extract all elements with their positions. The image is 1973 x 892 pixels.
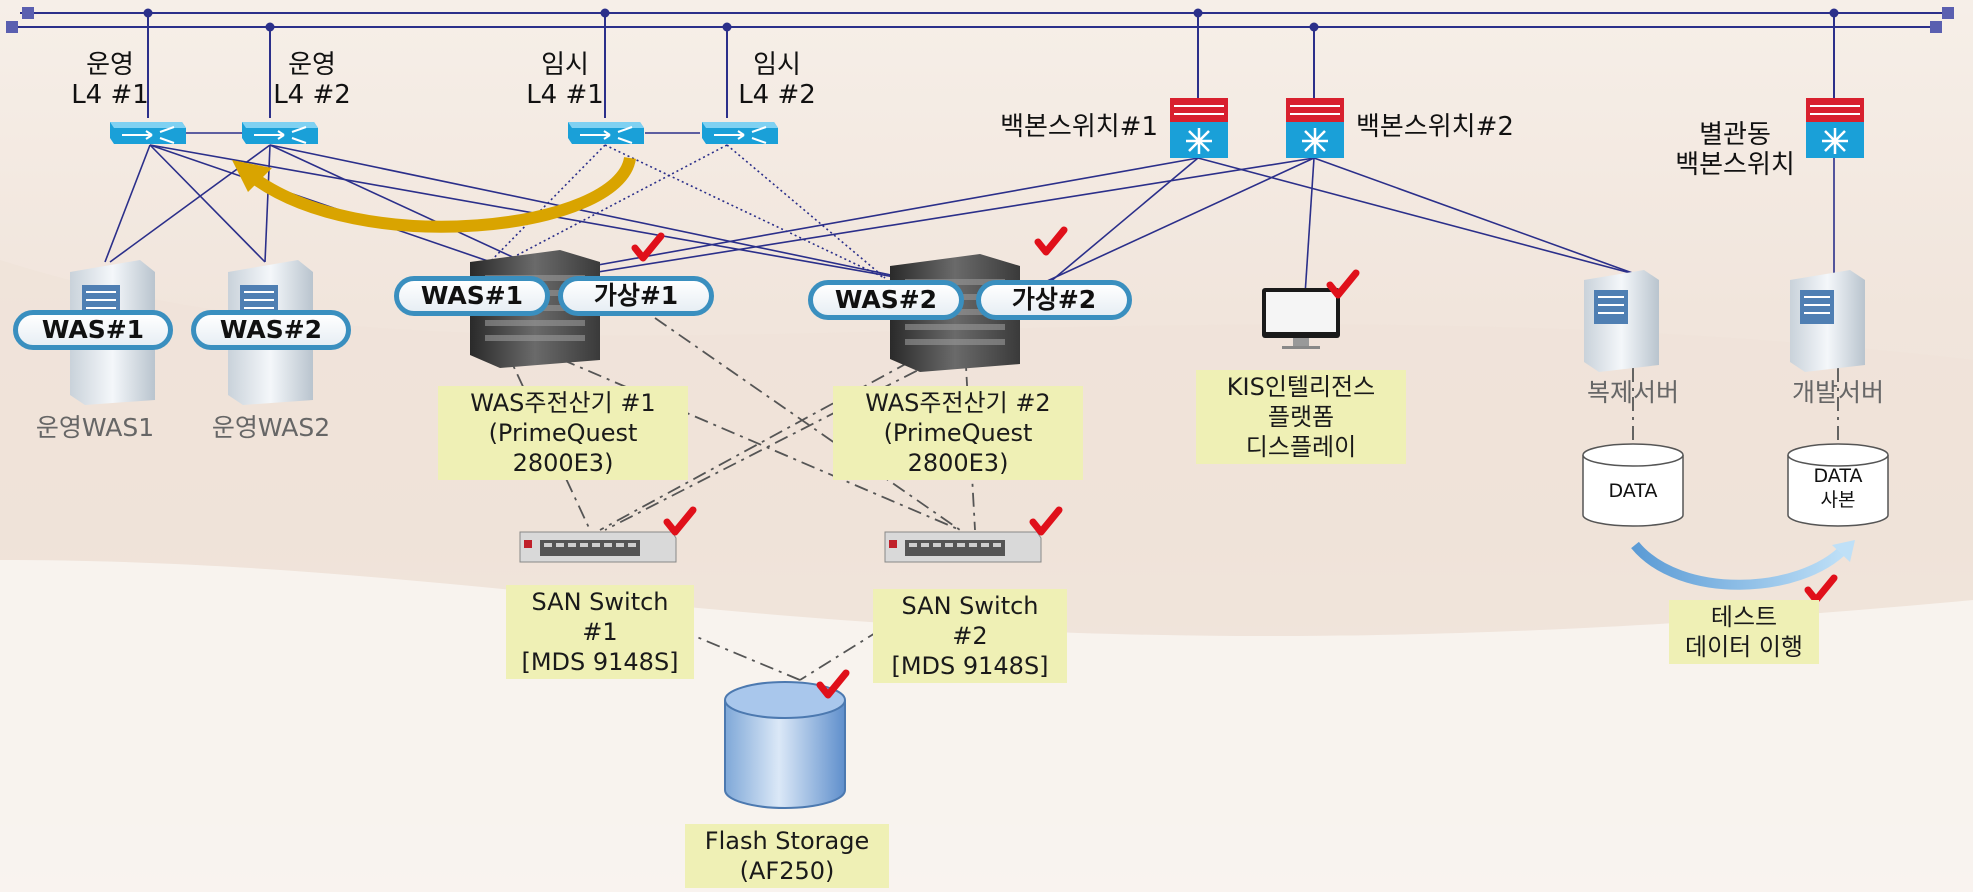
was2-badge: WAS#2 — [191, 310, 351, 350]
replica-server-caption: 복제서버 — [1586, 378, 1679, 407]
migration-line1: 테스트 — [1710, 603, 1778, 631]
l4-switch-icon — [568, 122, 644, 144]
database-icon — [1582, 443, 1684, 527]
solid-links — [104, 132, 1835, 296]
was1-badge: WAS#1 — [13, 310, 173, 350]
failover-arrow — [246, 156, 636, 233]
l4-switch-icon — [702, 122, 778, 144]
check-icon — [1029, 506, 1063, 536]
check-icon — [663, 506, 697, 536]
server-icon — [1790, 270, 1865, 372]
migration-line2: 데이터 이행 — [1684, 633, 1804, 661]
flash-storage-line1: Flash Storage — [704, 827, 870, 855]
tmp-l4-2-label: 임시 L4 #2 — [727, 50, 827, 110]
op-l4-2-label: 운영 L4 #2 — [262, 50, 362, 110]
mainframe-2-label: WAS주전산기 #2 (PrimeQuest 2800E3) — [833, 386, 1083, 480]
server-icon — [1584, 270, 1659, 372]
mainframe-2-line2: (PrimeQuest — [883, 419, 1033, 447]
op-l4-1-line1: 운영 — [86, 50, 134, 80]
kis-platform-label: KIS인텔리전스 플랫폼 디스플레이 — [1196, 370, 1406, 464]
l4-switch-icon — [110, 122, 186, 144]
mainframe-1-line1: WAS주전산기 #1 — [470, 389, 656, 417]
flash-storage-label: Flash Storage (AF250) — [685, 824, 889, 888]
l4-switch-icon — [242, 122, 318, 144]
kis-line2: 플랫폼 — [1267, 403, 1335, 431]
san-switch-2-line1: SAN Switch #2 — [901, 592, 1039, 650]
dev-db-label: DATA 사본 — [1788, 464, 1888, 512]
dev-server-caption: 개발서버 — [1791, 378, 1884, 407]
op-l4-2-line1: 운영 — [288, 50, 336, 80]
check-icon — [1326, 269, 1360, 299]
mainframe-1-label: WAS주전산기 #1 (PrimeQuest 2800E3) — [438, 386, 688, 480]
flash-storage-icon — [724, 681, 846, 809]
op-l4-1-label: 운영 L4 #1 — [60, 50, 160, 110]
san-switch-2-label: SAN Switch #2 [MDS 9148S] — [873, 589, 1067, 683]
mf1-virtual-badge: 가상#1 — [558, 276, 714, 316]
tmp-l4-2-line1: 임시 — [753, 50, 801, 80]
check-icon — [1034, 226, 1068, 256]
check-icon — [816, 669, 850, 699]
tmp-l4-1-line2: L4 #1 — [526, 80, 604, 110]
network-bus — [6, 7, 1954, 118]
flash-storage-line2: (AF250) — [739, 857, 835, 885]
mainframe-2-line1: WAS주전산기 #2 — [865, 389, 1051, 417]
annex-backbone-line1: 별관동 — [1699, 120, 1771, 150]
san-switch-icon — [519, 531, 677, 563]
mf2-virtual-badge: 가상#2 — [976, 280, 1132, 320]
backbone-switch-icon — [1170, 98, 1228, 158]
op-was2-caption: 운영WAS2 — [211, 413, 331, 442]
san-links — [504, 317, 1839, 681]
replica-db-label: DATA — [1608, 480, 1658, 502]
annex-backbone-line2: 백본스위치 — [1675, 150, 1795, 180]
kis-line3: 디스플레이 — [1245, 433, 1357, 461]
tmp-l4-1-label: 임시 L4 #1 — [515, 50, 615, 110]
monitor-icon — [1262, 288, 1340, 349]
san-switch-2-line2: [MDS 9148S] — [891, 652, 1049, 680]
backbone-1-label: 백본스위치#1 — [1000, 112, 1158, 142]
san-switch-1-line1: SAN Switch #1 — [531, 588, 669, 646]
san-switch-icon — [884, 531, 1042, 563]
mf1-was-badge: WAS#1 — [394, 276, 550, 316]
annex-backbone-label: 별관동 백본스위치 — [1660, 120, 1810, 180]
mainframe-1-line2: (PrimeQuest — [488, 419, 638, 447]
mainframe-2-line3: 2800E3) — [907, 449, 1009, 477]
kis-line1: KIS인텔리전스 — [1226, 373, 1376, 401]
op-was1-caption: 운영WAS1 — [35, 413, 155, 442]
test-migration-label: 테스트 데이터 이행 — [1669, 600, 1819, 664]
op-l4-2-line2: L4 #2 — [273, 80, 351, 110]
backbone-switch-icon — [1806, 98, 1864, 158]
backbone-switch-icon — [1286, 98, 1344, 158]
migration-arrow — [1631, 541, 1849, 590]
san-switch-1-line2: [MDS 9148S] — [521, 648, 679, 676]
tmp-l4-2-line2: L4 #2 — [738, 80, 816, 110]
mainframe-1-line3: 2800E3) — [512, 449, 614, 477]
dotted-links — [479, 144, 886, 279]
dev-db-line1: DATA — [1813, 465, 1863, 487]
backbone-2-label: 백본스위치#2 — [1356, 112, 1514, 142]
database-icon — [1787, 443, 1889, 527]
mf2-was-badge: WAS#2 — [808, 280, 964, 320]
tmp-l4-1-line1: 임시 — [541, 50, 589, 80]
dev-db-line2: 사본 — [1820, 489, 1856, 511]
op-l4-1-line2: L4 #1 — [71, 80, 149, 110]
check-icon — [631, 232, 665, 262]
san-switch-1-label: SAN Switch #1 [MDS 9148S] — [506, 585, 694, 679]
